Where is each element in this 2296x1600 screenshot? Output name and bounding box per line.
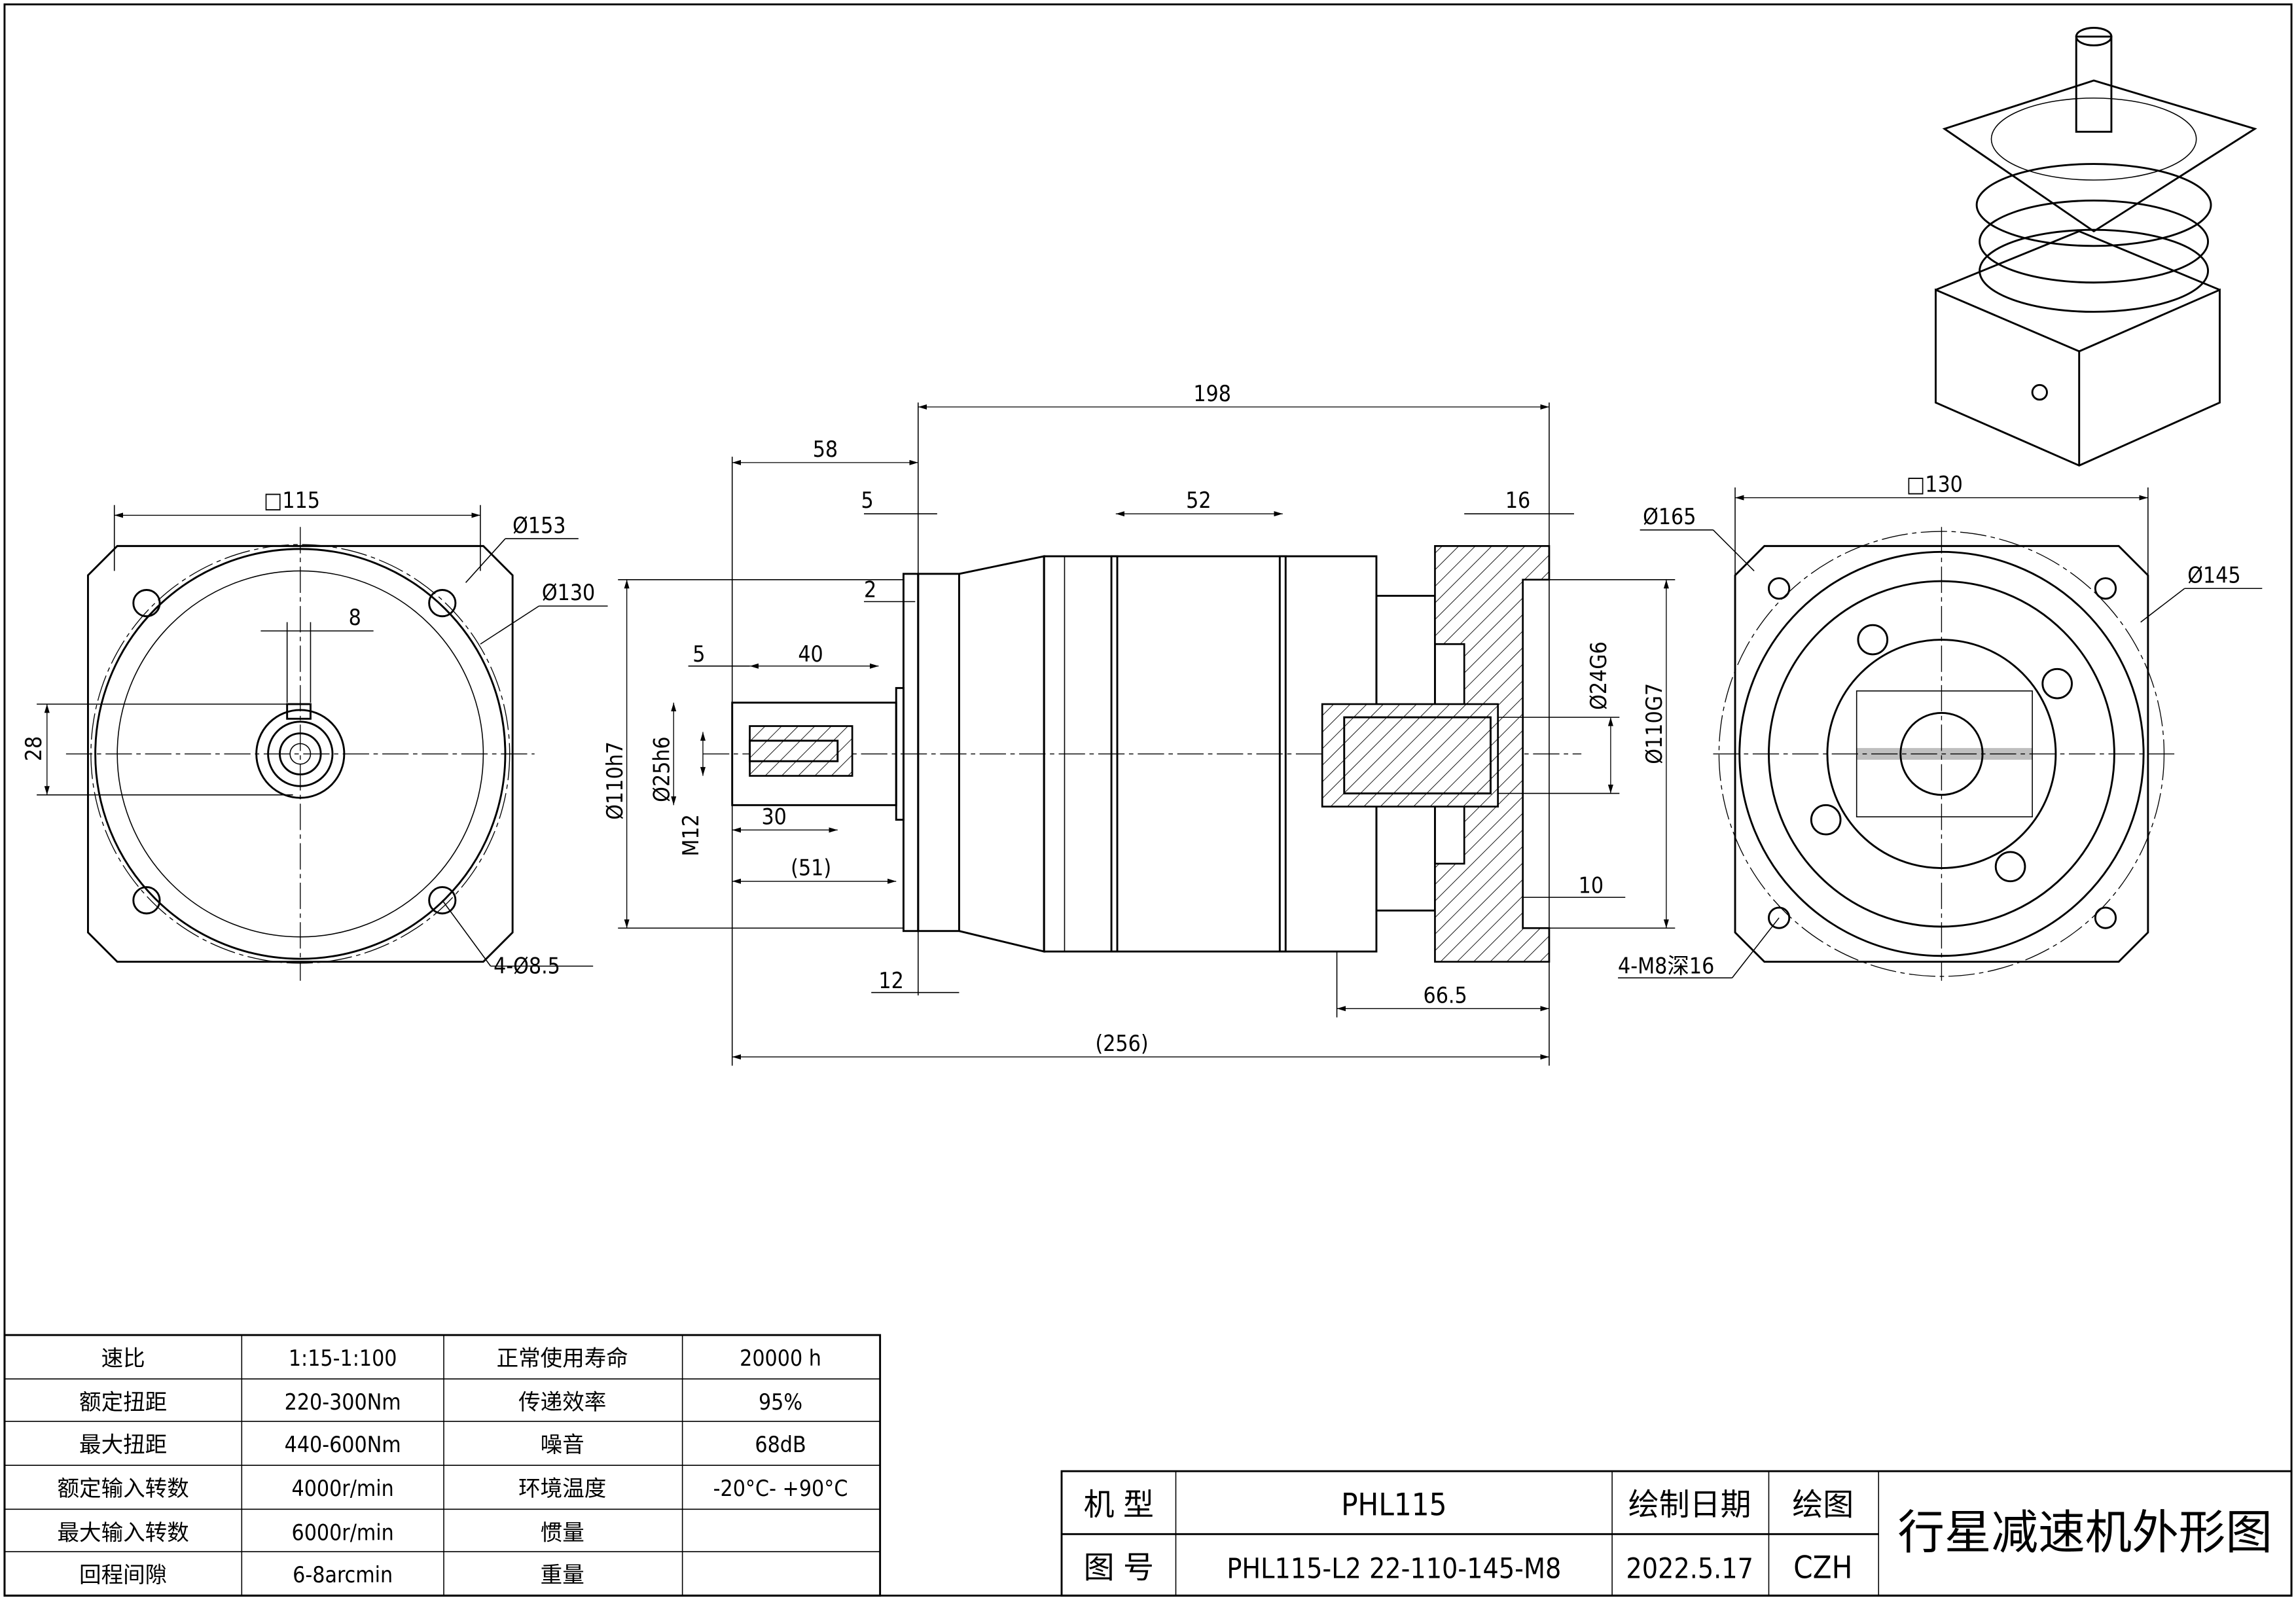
- spec-param-name: 回程间隙: [79, 1562, 167, 1588]
- dim-dia-145: Ø145: [2187, 562, 2240, 588]
- spec-param-value: 440-600Nm: [285, 1432, 401, 1457]
- drawer-value: CZH: [1793, 1550, 1852, 1586]
- spec-param-name: 正常使用寿命: [497, 1345, 628, 1371]
- spec-param-value: 6-8arcmin: [293, 1562, 393, 1588]
- dim-dia-110g7: Ø110G7: [1641, 683, 1667, 764]
- spec-param-value: -20°C- +90°C: [713, 1476, 848, 1501]
- input-flange-view: □115 Ø153 Ø130 8 28 4-Ø8.5: [21, 488, 608, 981]
- dim-12: 12: [878, 968, 903, 993]
- spec-param-name: 额定扭距: [79, 1389, 167, 1415]
- date-value: 2022.5.17: [1626, 1553, 1753, 1585]
- model-label: 机 型: [1084, 1487, 1154, 1523]
- bolt-hole-icons: [132, 589, 457, 915]
- dim-51: (51): [791, 855, 831, 881]
- dim-m12: M12: [678, 814, 704, 856]
- date-label: 绘制日期: [1628, 1487, 1751, 1523]
- title-block: 机 型 PHL115 绘制日期 绘图 图 号 PHL115-L2 22-110-…: [1060, 1470, 2293, 1597]
- spec-param-value: 1:15-1:100: [289, 1345, 397, 1371]
- dim-holes-8-5: 4-Ø8.5: [493, 953, 560, 979]
- drawing-no-value: PHL115-L2 22-110-145-M8: [1227, 1553, 1561, 1585]
- isometric-view: [1935, 27, 2257, 467]
- drawer-label: 绘图: [1792, 1487, 1854, 1523]
- dim-dia-110h7: Ø110h7: [602, 741, 628, 820]
- spec-param-name: 速比: [101, 1345, 145, 1371]
- spec-param-name: 额定输入转数: [57, 1476, 188, 1501]
- spec-param-value: 20000 h: [740, 1345, 821, 1371]
- output-flange-view: □130 Ø165 Ø145 4-M8深16: [1618, 472, 2263, 981]
- spec-param-name: 惯量: [541, 1520, 584, 1545]
- spec-param-value: 68dB: [755, 1432, 806, 1457]
- dim-dia-24g6: Ø24G6: [1586, 641, 1611, 710]
- dim-52: 52: [1186, 488, 1211, 513]
- spec-param-name: 传递效率: [518, 1389, 606, 1415]
- dim-height-28: 28: [21, 736, 46, 761]
- spec-param-name: 重量: [541, 1562, 584, 1588]
- drawing-title: 行星减速机外形图: [1897, 1506, 2272, 1560]
- model-value: PHL115: [1341, 1487, 1446, 1523]
- dim-2: 2: [864, 577, 876, 603]
- spec-param-name: 最大扭距: [79, 1432, 167, 1457]
- dim-dia-153: Ø153: [512, 512, 565, 538]
- dim-66-5: 66.5: [1424, 982, 1467, 1008]
- dim-40: 40: [798, 641, 823, 667]
- drawing-no-label: 图 号: [1084, 1550, 1154, 1586]
- dim-square-130: □130: [1907, 472, 1963, 497]
- dim-10: 10: [1579, 873, 1604, 898]
- spec-table: 速比 1:15-1:100 正常使用寿命 20000 h 额定扭距 220-300Nm 传递…: [3, 1334, 882, 1597]
- spec-param-name: 最大输入转数: [57, 1520, 188, 1545]
- dim-dia-165: Ø165: [1643, 504, 1696, 529]
- dim-30: 30: [761, 804, 786, 829]
- dim-dia-25h6: Ø25h6: [649, 736, 675, 802]
- spec-param-value: 6000r/min: [292, 1520, 394, 1545]
- dim-dia-130: Ø130: [542, 580, 595, 605]
- dim-key-8: 8: [349, 605, 361, 630]
- dim-198: 198: [1193, 381, 1231, 406]
- dim-5-shaft: 5: [692, 641, 705, 667]
- spec-param-name: 环境温度: [518, 1476, 606, 1501]
- dim-16: 16: [1505, 488, 1530, 513]
- dim-5-flange: 5: [861, 488, 874, 513]
- dim-square-115: □115: [264, 488, 320, 513]
- dim-58: 58: [813, 436, 838, 462]
- dim-holes-m8: 4-M8深16: [1618, 953, 1714, 979]
- spec-param-value: 4000r/min: [292, 1476, 394, 1501]
- spec-param-value: 95%: [759, 1389, 802, 1415]
- spec-param-name: 噪音: [541, 1432, 584, 1457]
- dim-256: (256): [1095, 1031, 1148, 1056]
- spec-param-value: 220-300Nm: [285, 1389, 401, 1415]
- side-view: (256) 198 58 5 2 52 16 5 40 30 (51) 12 1…: [602, 381, 1676, 1066]
